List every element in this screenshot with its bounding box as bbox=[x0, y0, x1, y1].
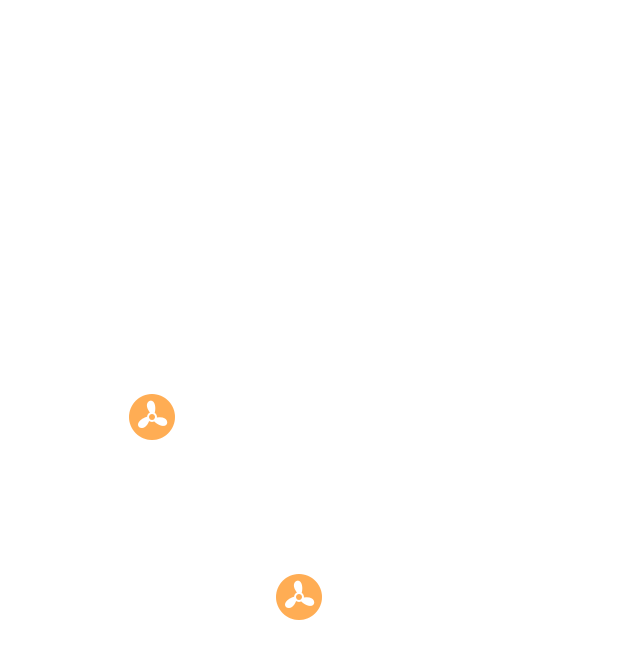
fan-icon[interactable] bbox=[129, 394, 175, 440]
fan-icon[interactable] bbox=[276, 574, 322, 620]
